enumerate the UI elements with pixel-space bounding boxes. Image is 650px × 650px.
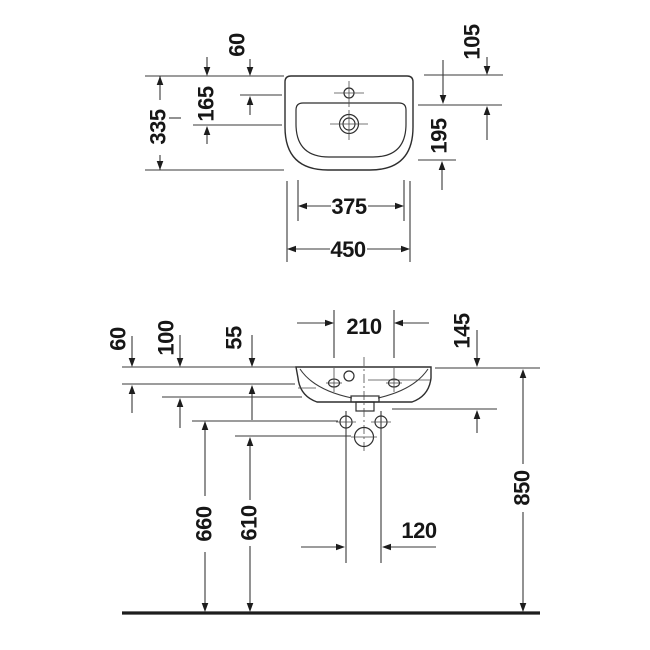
arrowhead-right (395, 202, 404, 210)
arrowhead-down (519, 603, 527, 612)
dim-front-rim-to-apron: 100 (154, 320, 184, 428)
fixing-and-outlet-points (336, 415, 391, 448)
bowl-curve-left (299, 368, 353, 399)
dim-label-rim-to-apron: 100 (154, 320, 179, 355)
dim-front-outlet-height: 610 (237, 437, 262, 612)
arrowhead-down (439, 95, 447, 104)
arrowhead-up (483, 106, 491, 115)
front-view: 60 100 55 210 145 (106, 310, 540, 615)
dim-front-body-height: 145 (450, 313, 481, 433)
dim-label-drain-from-back: 165 (194, 86, 219, 121)
arrowhead-right (336, 543, 345, 551)
dim-label-tap-from-back: 60 (225, 33, 250, 57)
basin-front-body (295, 366, 432, 403)
drain-plan (330, 110, 368, 140)
dim-label-tap-spacing: 210 (346, 314, 381, 339)
tap-hole-plan (334, 81, 364, 107)
dim-label-outlet-height: 610 (237, 505, 262, 540)
bowl-curve-right (377, 368, 429, 399)
dim-label-bowl-width: 375 (331, 194, 366, 219)
tap-hole-front (343, 370, 355, 382)
dim-plan-bowl-depth: 195 (427, 106, 491, 190)
arrowhead-down (483, 66, 491, 75)
dim-plan-back-section: 105 (439, 24, 491, 104)
dim-plan-total-depth: 335 (146, 76, 171, 170)
dim-label-rim-to-fixing: 55 (222, 326, 247, 350)
dim-label-rim-to-underside: 60 (106, 327, 131, 351)
plan-reference-lines (145, 74, 503, 262)
arrowhead-down (201, 603, 209, 612)
arrowhead-up (246, 96, 254, 105)
arrowhead-up (246, 437, 254, 446)
dim-front-outlet-spacing: 120 (301, 518, 437, 551)
arrowhead-left (382, 543, 391, 551)
basin-inner-bowl (295, 102, 407, 158)
arrowhead-right (401, 245, 410, 253)
dim-front-rim-to-underside: 60 (106, 327, 136, 413)
arrowhead-up (156, 76, 164, 85)
arrowhead-up (438, 161, 446, 170)
arrowhead-up (248, 385, 256, 394)
dim-plan-tap-from-back: 60 (225, 33, 254, 115)
arrowhead-left (287, 245, 296, 253)
arrowhead-down (473, 358, 481, 367)
arrowhead-up (176, 398, 184, 407)
dim-label-fixing-height: 660 (192, 506, 217, 541)
dim-label-total-width: 450 (330, 237, 365, 262)
front-reference-lines (122, 310, 540, 563)
arrowhead-down (246, 603, 254, 612)
arrowhead-up (519, 369, 527, 378)
arrowhead-up (203, 126, 211, 135)
plan-view: 335 165 60 105 195 (145, 24, 503, 262)
dim-plan-bowl-width: 375 (298, 194, 404, 219)
arrowhead-down (248, 358, 256, 367)
arrowhead-left (394, 319, 403, 327)
dim-plan-total-width: 450 (287, 237, 410, 262)
arrowhead-up (201, 421, 209, 430)
arrowhead-down (176, 358, 184, 367)
dim-plan-drain-from-back: 165 (194, 57, 219, 144)
arrowhead-down (203, 67, 211, 76)
dim-label-body-height: 145 (450, 313, 475, 348)
dim-label-back-section: 105 (460, 24, 485, 59)
arrowhead-down (156, 161, 164, 170)
dim-label-rim-height: 850 (510, 470, 535, 505)
arrowhead-up (473, 410, 481, 419)
dim-label-bowl-depth: 195 (427, 118, 452, 153)
basin-front-outline (295, 357, 432, 453)
arrowhead-right (325, 319, 334, 327)
dim-front-rim-height: 850 (510, 369, 535, 612)
arrowhead-down (246, 67, 254, 76)
dim-front-rim-to-fixing: 55 (222, 326, 256, 420)
dim-label-outlet-spacing: 120 (401, 518, 436, 543)
dim-front-tap-spacing: 210 (297, 314, 429, 339)
waste-body (355, 401, 375, 412)
arrowhead-down (128, 358, 136, 367)
dim-front-fixing-height: 660 (192, 421, 217, 612)
arrowhead-left (298, 202, 307, 210)
dim-label-total-depth: 335 (146, 109, 171, 144)
arrowhead-up (128, 385, 136, 394)
